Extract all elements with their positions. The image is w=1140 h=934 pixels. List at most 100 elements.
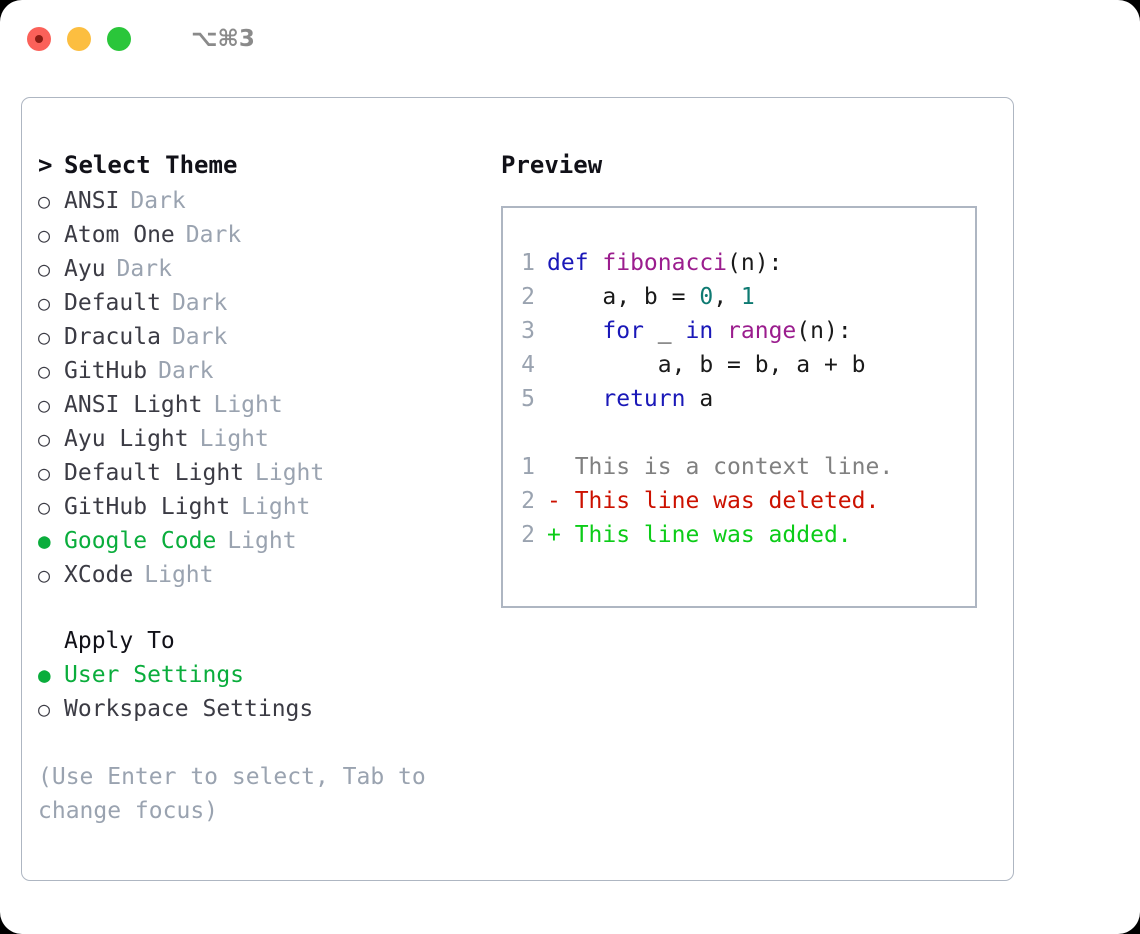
line-number: 2 (521, 284, 535, 310)
apply-to-option-label: User Settings (64, 662, 245, 688)
code-line-content: return a (547, 382, 713, 416)
code-token-plain: (n): (727, 250, 783, 276)
apply-to-label: Apply To (64, 628, 175, 654)
diff-line-content: + This line was added. (547, 522, 852, 548)
line-number: 1 (521, 454, 535, 480)
theme-category-badge: Light (227, 528, 297, 554)
code-line: 3 for _ in range(n): (503, 314, 975, 348)
code-line-content: def fibonacci(n): (547, 246, 782, 280)
code-token-keyword: in (685, 318, 714, 344)
theme-category-badge: Light (213, 392, 283, 418)
theme-name: XCode (64, 562, 134, 588)
radio-unselected-icon: ○ (38, 223, 51, 247)
radio-unselected-icon: ○ (38, 257, 51, 281)
code-token-plain: a (685, 386, 714, 412)
theme-list-item[interactable]: ○ Default Dark (38, 286, 488, 320)
diff-line-context: 1 This is a context line. (503, 450, 975, 484)
hint-spacer (38, 726, 488, 760)
code-token-plain: (n): (796, 318, 852, 344)
code-token-plain (713, 318, 727, 344)
code-line-content: for _ in range(n): (547, 314, 852, 348)
code-token-function: fibonacci (602, 250, 728, 276)
code-token-plain: _ (643, 318, 686, 344)
code-token-plain: , (713, 284, 741, 310)
theme-name: Default (64, 290, 161, 316)
code-token-number: 1 (740, 284, 755, 310)
code-token-function: range (727, 318, 797, 344)
keyboard-hint-text: (Use Enter to select, Tab to change focu… (38, 764, 426, 824)
select-theme-header-label: Select Theme (64, 151, 238, 179)
radio-selected-icon: ● (38, 529, 51, 553)
close-window-button[interactable] (27, 27, 51, 51)
theme-category-badge: Dark (171, 290, 228, 316)
code-diff-separator (503, 416, 975, 450)
theme-name: ANSI Light (64, 392, 203, 418)
theme-category-badge: Dark (171, 324, 228, 350)
apply-to-option[interactable]: ○Workspace Settings (38, 692, 488, 726)
minimize-window-button[interactable] (67, 27, 91, 51)
apply-to-option[interactable]: ● User Settings (38, 658, 488, 692)
line-number: 4 (521, 352, 535, 378)
code-line-content: a, b = b, a + b (547, 348, 866, 382)
code-line: 2 a, b = 0, 1 (503, 280, 975, 314)
line-number: 3 (521, 318, 535, 344)
section-spacer (38, 592, 488, 624)
radio-unselected-icon: ○ (38, 563, 51, 587)
code-line-content: a, b = 0, 1 (547, 280, 755, 314)
theme-list-item[interactable]: ○ Ayu Light Light (38, 422, 488, 456)
code-line: 5 return a (503, 382, 975, 416)
code-token-plain (547, 386, 602, 412)
theme-name: ANSI (64, 188, 120, 214)
theme-list-item[interactable]: ● Google Code Light (38, 524, 488, 558)
diff-line-deleted: 2- This line was deleted. (503, 484, 975, 518)
code-token-plain (547, 318, 602, 344)
theme-list-item[interactable]: ○ ANSI Dark (38, 184, 488, 218)
line-number: 5 (521, 386, 535, 412)
code-line: 4 a, b = b, a + b (503, 348, 975, 382)
theme-category-badge: Dark (185, 222, 242, 248)
radio-unselected-icon: ○ (38, 189, 51, 213)
theme-category-badge: Dark (130, 188, 186, 214)
blank-marker-icon: ○ (38, 624, 64, 658)
theme-name: Google Code (64, 528, 217, 554)
keyboard-shortcut-label: ⌥⌘3 (191, 26, 255, 52)
theme-name: Ayu Light (64, 426, 189, 452)
radio-unselected-icon: ○ (38, 359, 51, 383)
code-token-plain: a, b = b, a + b (547, 352, 866, 378)
apply-to-header: ○ Apply To (38, 624, 488, 658)
theme-category-badge: Light (199, 426, 269, 452)
theme-name: GitHub (64, 358, 148, 384)
apply-to-list: ● User Settings ○Workspace Settings (38, 658, 488, 726)
theme-name: Dracula (64, 324, 161, 350)
theme-category-badge: Light (241, 494, 311, 520)
code-token-plain: a, b = (547, 284, 700, 310)
diff-line-content: - This line was deleted. (547, 488, 880, 514)
code-token-keyword: for (602, 318, 644, 344)
close-icon (35, 35, 43, 43)
preview-title: Preview (501, 151, 603, 179)
radio-unselected-icon: ○ (38, 291, 51, 315)
diff-line-added: 2+ This line was added. (503, 518, 975, 552)
radio-unselected-icon: ○ (38, 495, 51, 519)
radio-unselected-icon: ○ (38, 697, 51, 721)
code-token-keyword: def (547, 250, 603, 276)
maximize-window-button[interactable] (107, 27, 131, 51)
radio-selected-icon: ● (38, 663, 51, 687)
radio-unselected-icon: ○ (38, 427, 51, 451)
diff-sample: 1 This is a context line.2- This line wa… (503, 450, 975, 552)
